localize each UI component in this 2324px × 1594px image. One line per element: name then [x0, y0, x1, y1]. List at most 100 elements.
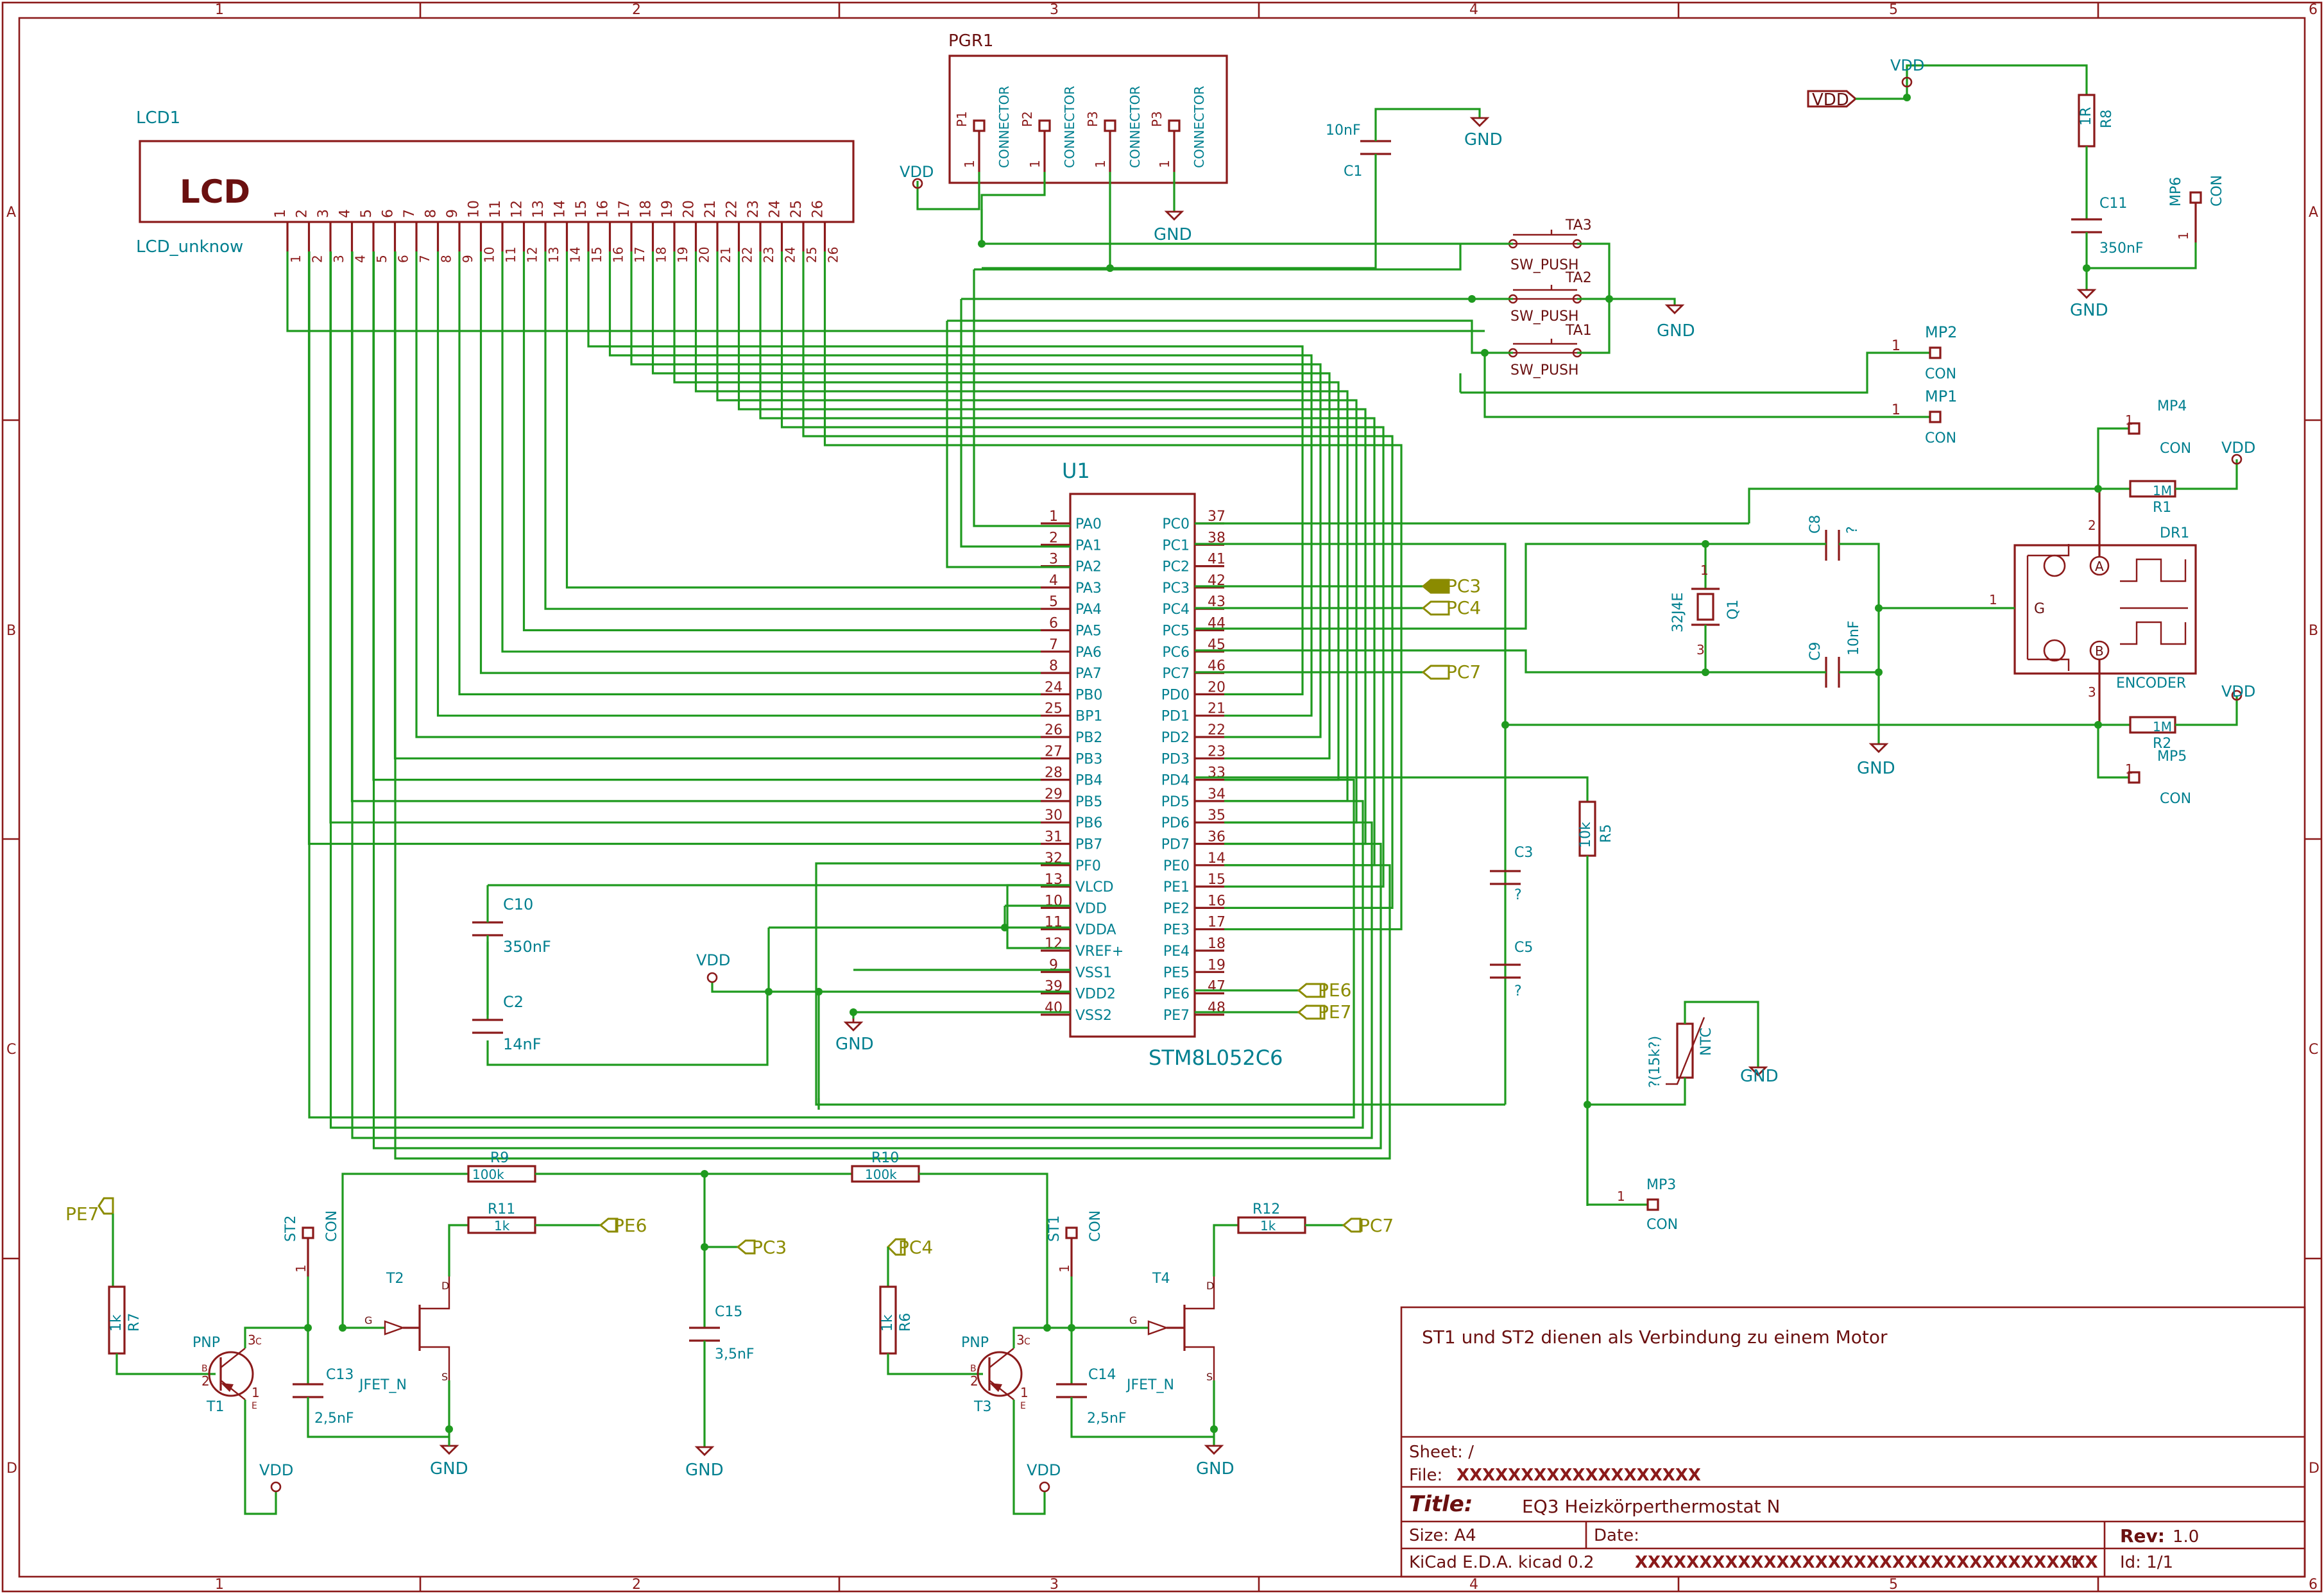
mcu-left-pin-number: 27 [1045, 743, 1063, 759]
frame-col-4-bottom: 4 [1469, 1577, 1478, 1593]
bus-wire [479, 251, 1041, 674]
svg-text:TA3: TA3 [1565, 217, 1592, 233]
svg-text:GND: GND [1196, 1459, 1235, 1479]
svg-text:1k: 1k [880, 1314, 896, 1332]
svg-text:C: C [1024, 1337, 1030, 1347]
mp6: 1 MP6 CON [2168, 175, 2225, 242]
svg-text:MP3: MP3 [1646, 1177, 1676, 1193]
mcu-right-pin-name: PD4 [1161, 773, 1190, 789]
st2: 1 ST2 CON [283, 1210, 340, 1328]
svg-text:G: G [1129, 1314, 1137, 1327]
mcu-left-pin-name: PA0 [1075, 516, 1102, 532]
title-block: ST1 und ST2 dienen als Verbindung zu ein… [1400, 1306, 2306, 1578]
c11: C11 350nF [2071, 196, 2197, 290]
pgr-connector-p2: P2 1 CONNECTOR [1020, 86, 1077, 172]
r10: 100k R10 [851, 1150, 1048, 1328]
mcu-left-pin-name: PB6 [1075, 815, 1102, 831]
t1-pnp: PNP T1 B 2 C 3 E 1 [192, 1327, 311, 1515]
vdd-r1: VDD [2221, 439, 2255, 465]
svg-text:3: 3 [1696, 642, 1705, 657]
frame-col-1-top: 1 [215, 2, 224, 18]
svg-text:SW_PUSH: SW_PUSH [1510, 257, 1579, 273]
svg-text:CON: CON [1925, 366, 1956, 382]
svg-text:1: 1 [1892, 338, 1901, 354]
svg-text:3: 3 [1016, 1332, 1025, 1348]
mcu-right-routing [815, 488, 2098, 1106]
svg-text:1M: 1M [2153, 719, 2172, 734]
bus-wire [458, 251, 1041, 695]
svg-text:VDD: VDD [259, 1461, 293, 1479]
mcu-left-pin-name: PB4 [1075, 773, 1102, 789]
c15: C15 3,5nF [689, 1174, 755, 1447]
pe7-label-left: PE7 [65, 1197, 114, 1287]
pc4-label-left: PC4 [886, 1237, 933, 1287]
c13: C13 2,5nF [293, 1328, 449, 1438]
svg-text:1: 1 [962, 160, 977, 168]
lcd-pin-number: 25 [804, 247, 819, 263]
lcd-pin-label: 1 [273, 209, 289, 218]
c8: C8 ? [1705, 515, 1880, 672]
pgr-connector-p3b: P3 1 CONNECTOR [1149, 86, 1207, 172]
mcu-left-pin-number: 4 [1049, 573, 1058, 589]
svg-text:10k: 10k [1578, 822, 1594, 848]
c3: C3 ? [1490, 845, 1533, 903]
svg-text:1: 1 [1892, 402, 1901, 418]
vdd-t3: VDD [1027, 1461, 1061, 1493]
mp5: 1 MP5 CON [2097, 725, 2191, 807]
lcd-pin-number: 14 [568, 247, 583, 263]
svg-text:2,5nF: 2,5nF [1087, 1411, 1127, 1427]
switch-ta1: TA1 SW_PUSH [1508, 323, 1592, 378]
svg-text:2: 2 [970, 1373, 978, 1389]
r5: 10k R5 [1578, 801, 1614, 1206]
svg-text:VDD: VDD [2221, 683, 2255, 700]
switch-ta2: TA2 SW_PUSH [1508, 270, 1592, 325]
switch-wiring [946, 242, 1895, 568]
svg-text:PC3: PC3 [752, 1237, 787, 1258]
pgr-ref: PGR1 [948, 31, 993, 51]
svg-text:10nF: 10nF [1326, 123, 1361, 139]
svg-text:1: 1 [1989, 592, 1997, 607]
frame-col-1-bottom: 1 [215, 1577, 224, 1593]
mcu-right-pin-number: 36 [1208, 829, 1226, 845]
mcu-right-pin-number: 21 [1208, 701, 1226, 717]
svg-text:C10: C10 [503, 895, 533, 913]
mcu-left-pin-name: PF0 [1075, 858, 1101, 874]
lcd-pin-label: 21 [703, 200, 719, 218]
t4-jfet: G D S T4 JFET_N [1072, 1224, 1238, 1429]
mcu-right-pin-name: PE3 [1163, 922, 1190, 938]
mcu-left-pin-number: 29 [1045, 786, 1063, 802]
svg-text:2,5nF: 2,5nF [314, 1411, 354, 1427]
lcd-pin-number: 23 [761, 247, 776, 263]
svg-text:B: B [201, 1364, 208, 1374]
frame-row-b-left: B [6, 623, 16, 639]
pgr-connector-p1: P1 1 CONNECTOR [954, 86, 1012, 172]
svg-text:1: 1 [2125, 412, 2133, 428]
r7: 1k R7 [108, 1285, 216, 1375]
mcu-right-pin-number: 48 [1208, 1000, 1226, 1016]
mcu-right-pin-name: PE1 [1163, 879, 1190, 895]
svg-text:G: G [2034, 601, 2045, 617]
lcd-pin-label: 18 [638, 200, 654, 218]
svg-text:R7: R7 [126, 1313, 142, 1332]
svg-text:MP2: MP2 [1925, 323, 1957, 341]
svg-text:PE7: PE7 [65, 1203, 99, 1225]
svg-text:P2: P2 [1020, 111, 1035, 127]
svg-text:R6: R6 [898, 1313, 914, 1332]
mcu-right-pin-number: 22 [1208, 722, 1226, 738]
svg-text:R11: R11 [488, 1201, 515, 1217]
r2: 1M R2 [2098, 695, 2238, 752]
mcu-left-pin-number: 7 [1049, 637, 1058, 653]
svg-text:S: S [1206, 1371, 1213, 1383]
gnd-pgr: GND [1154, 210, 1192, 244]
mcu-left-pin-number: 40 [1045, 1000, 1063, 1016]
mcu-right-pin-name: PC3 [1162, 581, 1190, 597]
mcu-right-pin-number: 17 [1208, 915, 1226, 931]
frame-row-b-right: B [2309, 623, 2318, 639]
svg-text:CON: CON [324, 1210, 340, 1242]
mcu-left-pin-number: 31 [1045, 829, 1063, 845]
svg-text:R8: R8 [2099, 110, 2115, 128]
mp2: 1 MP2 CON [1892, 323, 1957, 382]
svg-text:1k: 1k [494, 1218, 510, 1234]
svg-text:C13: C13 [326, 1367, 354, 1383]
